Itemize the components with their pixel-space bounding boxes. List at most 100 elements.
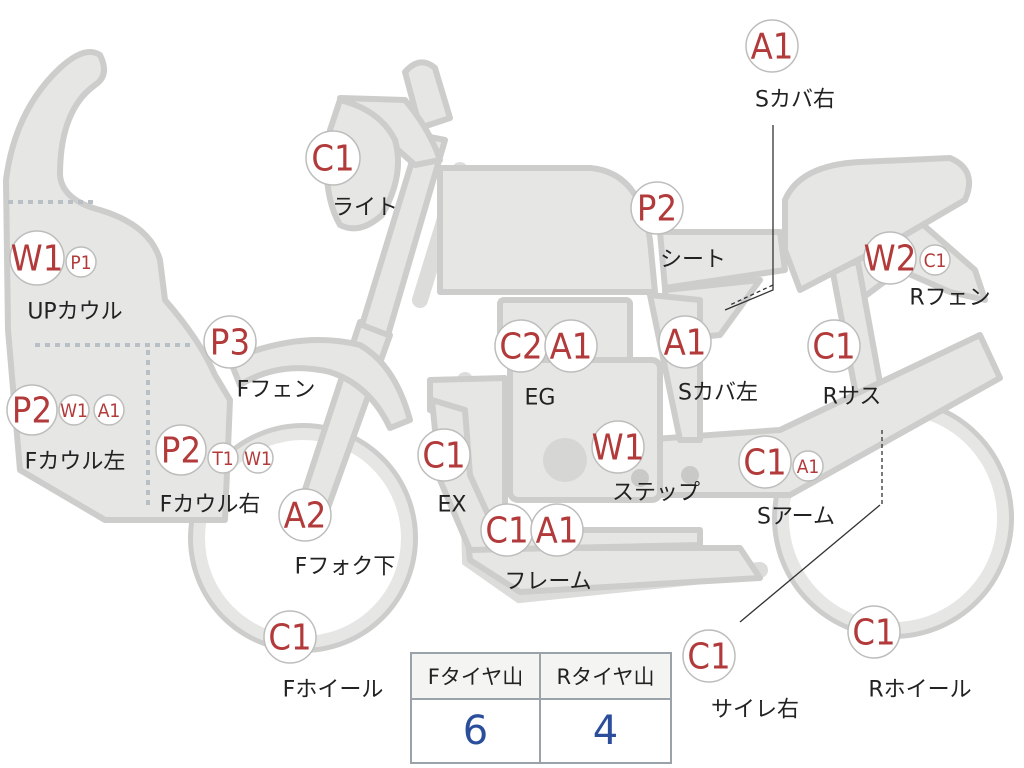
code-label: P2: [161, 431, 201, 472]
front-tire-header: Fタイヤ山: [412, 654, 541, 700]
exhaust-shape: [429, 397, 703, 553]
code-label: A1: [550, 327, 593, 368]
code-label: C1: [485, 511, 528, 552]
code-badge: [242, 442, 274, 474]
code-badge: [682, 629, 736, 683]
part-label: Rホイール: [868, 678, 971, 703]
code-badge: [305, 130, 361, 186]
leader-s-cover-right: [724, 125, 774, 311]
code-label: T1: [211, 448, 233, 470]
callout-muffler-right: C1 サイレ右: [682, 629, 799, 723]
code-label: C2: [499, 327, 542, 368]
code-badge: [792, 450, 824, 482]
code-label: A1: [98, 400, 121, 422]
code-label: C1: [422, 436, 465, 477]
side-cover-left-shape: [657, 229, 788, 291]
part-label: Rフェン: [909, 286, 990, 311]
code-label: P1: [70, 252, 91, 274]
part-label: Rサス: [823, 385, 882, 410]
headlight-shape: [323, 97, 401, 232]
code-badge: [530, 503, 584, 557]
part-label: ステップ: [612, 481, 700, 506]
part-label: EX: [438, 493, 467, 518]
part-label: Fカウル右: [160, 493, 261, 518]
code-label: P2: [12, 391, 52, 432]
seat-shape: [782, 155, 972, 293]
code-badge: [9, 230, 65, 286]
part-label: Fフェン: [237, 378, 316, 403]
part-label: サイレ右: [711, 698, 799, 723]
code-badge: [6, 384, 58, 436]
code-badge: [155, 424, 207, 476]
code-label: A2: [284, 496, 327, 537]
part-label: Sアーム: [757, 505, 835, 530]
callout-step: W1 ステップ: [591, 420, 700, 506]
code-badge: [207, 442, 239, 474]
code-label: C1: [852, 613, 895, 654]
code-badge: [630, 181, 684, 235]
part-label: Fフォク下: [295, 555, 396, 580]
code-badge: [263, 610, 317, 664]
part-label: Fカウル左: [25, 450, 126, 475]
leader-muffler-right: [739, 504, 881, 623]
fork-upper-shape: [359, 132, 448, 338]
code-badge: [278, 488, 332, 542]
code-label: W1: [60, 400, 88, 422]
leader-s-cover-right-dash: [729, 284, 774, 306]
part-label: ライト: [332, 196, 398, 221]
code-label: A1: [664, 323, 707, 364]
engine-cover: [543, 438, 587, 482]
code-label: C1: [268, 618, 311, 659]
code-label: W1: [244, 448, 272, 470]
rear-tire-value: 4: [592, 708, 619, 754]
code-label: C1: [687, 637, 730, 678]
code-badge: [738, 435, 792, 489]
code-badge: [591, 420, 645, 474]
part-label: シート: [660, 248, 726, 273]
code-label: A1: [751, 27, 794, 68]
part-label: UPカウル: [27, 300, 122, 325]
code-badge: [93, 394, 125, 426]
code-badge: [807, 319, 861, 373]
code-label: P3: [210, 323, 250, 364]
code-badge: [417, 428, 471, 482]
code-badge: [847, 605, 901, 659]
rear-tire-header: Rタイヤ山: [541, 654, 670, 700]
tire-tread-table: Fタイヤ山 Rタイヤ山 6 4: [410, 652, 672, 764]
code-badge: [658, 315, 712, 369]
code-label: C1: [924, 250, 947, 272]
front-fender-shape: [227, 337, 413, 431]
code-label: A1: [536, 511, 579, 552]
code-badge: [65, 246, 97, 278]
footpeg-shape: [631, 469, 649, 487]
front-tire-value: 6: [412, 700, 541, 762]
code-label: A1: [797, 456, 820, 478]
part-label: Fホイール: [283, 678, 384, 703]
part-label: Sカバ右: [755, 88, 835, 113]
code-label: W1: [592, 428, 645, 469]
code-label: W1: [11, 239, 64, 280]
part-label: EG: [525, 386, 556, 411]
fuel-tank-shape: [437, 165, 658, 295]
code-badge: [919, 244, 951, 276]
code-badge: [203, 315, 257, 369]
